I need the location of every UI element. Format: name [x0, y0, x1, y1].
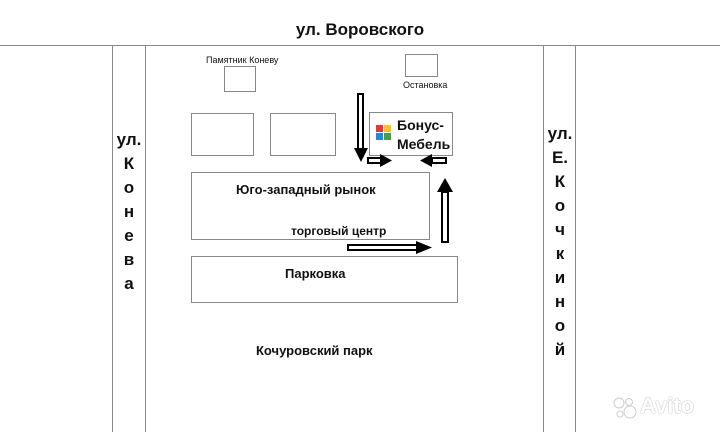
avito-watermark: Avito [612, 393, 712, 423]
street-letter: о [554, 316, 566, 335]
street-letter: о [554, 196, 566, 215]
street-letter: К [554, 172, 566, 191]
street-letter: а [124, 274, 134, 293]
avito-wordmark: Avito [640, 393, 695, 418]
store-bonus-mebel: Бонус- Мебель [369, 112, 453, 156]
road-koneva [112, 46, 146, 432]
logo-square-yellow [384, 125, 391, 132]
arrow-down-icon [354, 93, 368, 162]
road-vorovskogo [0, 0, 720, 46]
street-letter: е [124, 226, 134, 245]
monument-box [224, 66, 256, 92]
street-letter: и [554, 268, 566, 287]
street-letter: Е. [551, 148, 569, 167]
street-letter: к [555, 244, 565, 263]
street-letter: ч [555, 220, 565, 239]
monument-label: Памятник Коневу [206, 55, 279, 65]
building-1 [191, 113, 254, 156]
logo-square-blue [376, 133, 383, 140]
street-letter: н [554, 292, 566, 311]
mall-label: торговый центр [291, 224, 387, 238]
store-name-line2: Мебель [397, 136, 451, 152]
logo-square-green [384, 133, 391, 140]
arrow-right-mall-icon [347, 241, 432, 254]
arrow-left-icon [420, 154, 447, 167]
parking-block [191, 256, 458, 303]
store-logo-icon [376, 125, 391, 140]
bus-stop-label: Остановка [403, 80, 448, 90]
street-prefix-kochkinoy: ул. [547, 124, 573, 143]
street-label-koneva: ул. К о н е в а [104, 128, 154, 296]
road-kochkinoy [543, 46, 576, 432]
market-block [191, 172, 430, 240]
street-prefix-koneva: ул. [116, 130, 142, 149]
store-name-line1: Бонус- [397, 117, 444, 133]
avito-logo-icon [613, 397, 637, 419]
street-label-kochkinoy: ул. Е. К о ч к и н о й [535, 122, 585, 362]
arrow-up-icon [437, 178, 453, 243]
street-letter: в [123, 250, 135, 269]
street-letter: К [123, 154, 135, 173]
street-letter: й [554, 340, 566, 359]
parking-label: Парковка [285, 266, 346, 281]
street-letter: н [123, 202, 135, 221]
market-label: Юго-западный рынок [236, 182, 376, 197]
building-2 [270, 113, 336, 156]
bus-stop-box [405, 54, 438, 77]
logo-square-red [376, 125, 383, 132]
park-label: Кочуровский парк [256, 343, 373, 358]
arrow-right-icon [367, 154, 392, 167]
street-label-vorovskogo: ул. Воровского [295, 20, 425, 39]
street-letter: о [123, 178, 135, 197]
